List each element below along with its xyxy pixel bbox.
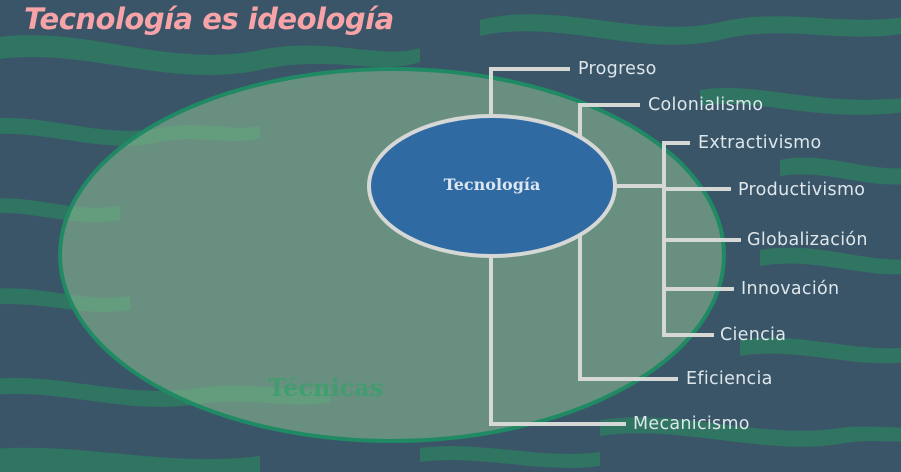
branch-innovacion: Innovación [741,279,840,299]
branch-eficiencia: Eficiencia [686,369,773,389]
tecnologia-label: Tecnología [443,175,541,194]
tecnicas-ellipse [58,67,726,443]
branch-colonialismo: Colonialismo [648,95,764,115]
branch-globalizacion: Globalización [747,230,868,250]
branch-ciencia: Ciencia [720,325,787,345]
connector-progreso [489,67,570,117]
branch-productivismo: Productivismo [738,180,866,200]
page-title: Tecnología es ideología [24,2,394,36]
branch-mecanicismo: Mecanicismo [633,414,750,434]
connector-colonialismo [578,103,640,137]
tecnologia-node [367,114,617,258]
branch-progreso: Progreso [578,59,657,79]
tecnicas-label: Técnicas [268,373,384,402]
connector-lines [489,67,741,426]
branch-extractivismo: Extractivismo [698,133,822,153]
connector-mecanicismo [489,254,626,426]
connector-eficiencia [578,234,678,381]
